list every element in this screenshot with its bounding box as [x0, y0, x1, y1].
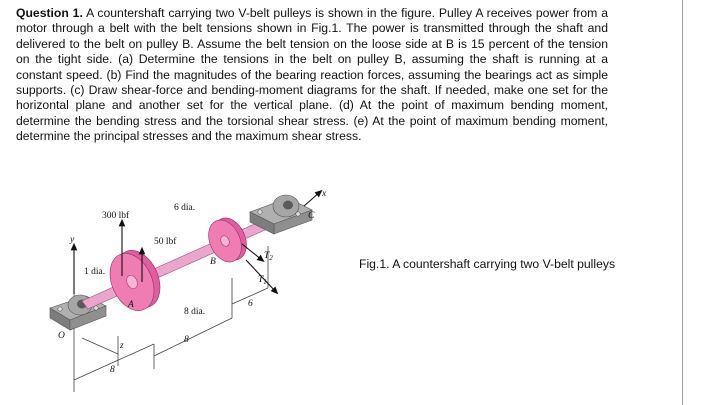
point-o-label: O: [58, 331, 65, 341]
axis-x-label: x: [321, 189, 327, 199]
bearing-o: [49, 294, 107, 331]
question-heading: Question 1.: [16, 6, 83, 20]
axis-z-label: z: [119, 341, 124, 351]
pulley-a: [109, 250, 161, 311]
page-right-rule: [682, 0, 683, 405]
axis-y-label: y: [69, 235, 75, 245]
force-50-label: 50 lbf: [154, 236, 177, 247]
point-c-label: C: [308, 211, 315, 221]
question-text: Question 1. A countershaft carrying two …: [16, 6, 608, 145]
question-body: A countershaft carrying two V-belt pulle…: [16, 6, 608, 144]
dimension-lines: [73, 246, 269, 392]
tension-t2-label: T2: [264, 251, 273, 262]
countershaft-drawing: 300 lbf 50 lbf 6 dia. 8 dia. 1 dia. O A …: [49, 189, 327, 392]
point-b-label: B: [210, 257, 216, 267]
dim-6-label: 6: [248, 299, 253, 309]
pulley-b: [208, 217, 247, 263]
point-a-label: A: [127, 300, 134, 310]
dia-6-label: 6 dia.: [174, 203, 195, 213]
force-arrows: [70, 189, 323, 295]
dim-8b-label: 8: [184, 335, 189, 345]
tension-t1-label: T1: [258, 275, 267, 286]
bearing-c: [249, 194, 313, 235]
dim-8a-label: 8: [110, 365, 115, 375]
dia-8-label: 8 dia.: [184, 307, 205, 317]
countershaft-figure: 300 lbf 50 lbf 6 dia. 8 dia. 1 dia. O A …: [36, 184, 336, 392]
force-300-label: 300 lbf: [102, 210, 130, 221]
dia-1-label: 1 dia.: [84, 267, 105, 277]
figure-caption: Fig.1. A countershaft carrying two V-bel…: [359, 257, 616, 271]
shaft: [81, 217, 275, 310]
